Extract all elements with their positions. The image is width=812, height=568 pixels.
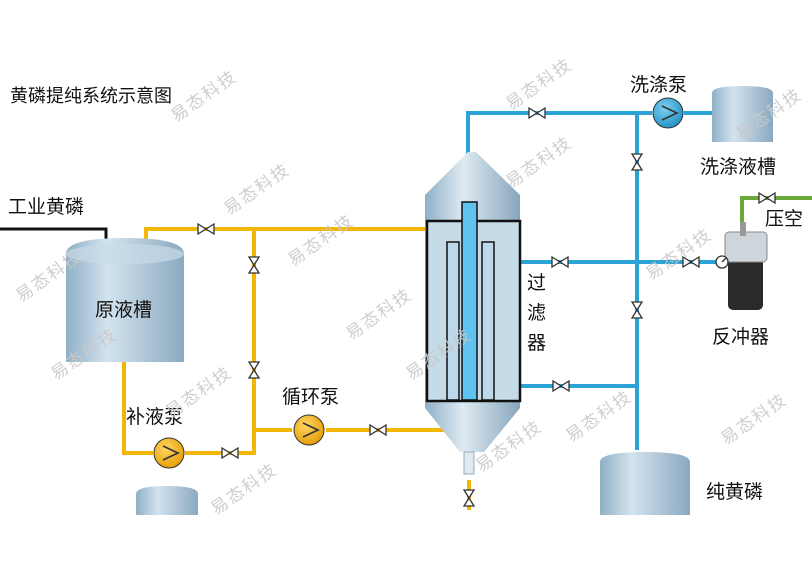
pure-tank: [600, 452, 690, 515]
small-tank: [136, 486, 198, 515]
label-circulation-pump: 循环泵: [282, 386, 340, 408]
valves: [197, 106, 776, 507]
diagram-title: 黄磷提纯系统示意图: [10, 86, 172, 107]
label-filter: 过滤器: [527, 272, 547, 354]
makeup-pump: [153, 437, 185, 469]
label-compressed-air: 压空: [765, 208, 804, 230]
label-industrial-input: 工业黄磷: [8, 196, 85, 218]
label-pure-product: 纯黄磷: [706, 481, 764, 503]
filter-vessel: [425, 152, 522, 475]
label-wash-tank: 洗涤液槽: [700, 156, 777, 178]
label-makeup-pump: 补液泵: [126, 406, 184, 428]
label-backflush: 反冲器: [712, 326, 770, 348]
label-wash-pump: 洗涤泵: [630, 74, 688, 96]
wash-tank: [712, 86, 773, 142]
wash-pump: [652, 97, 684, 129]
circulation-pump: [293, 414, 325, 446]
backflush-device: [715, 222, 768, 310]
raw-tank: [66, 238, 184, 362]
air-pipe: [740, 196, 812, 222]
label-raw-tank: 原液槽: [95, 299, 153, 321]
